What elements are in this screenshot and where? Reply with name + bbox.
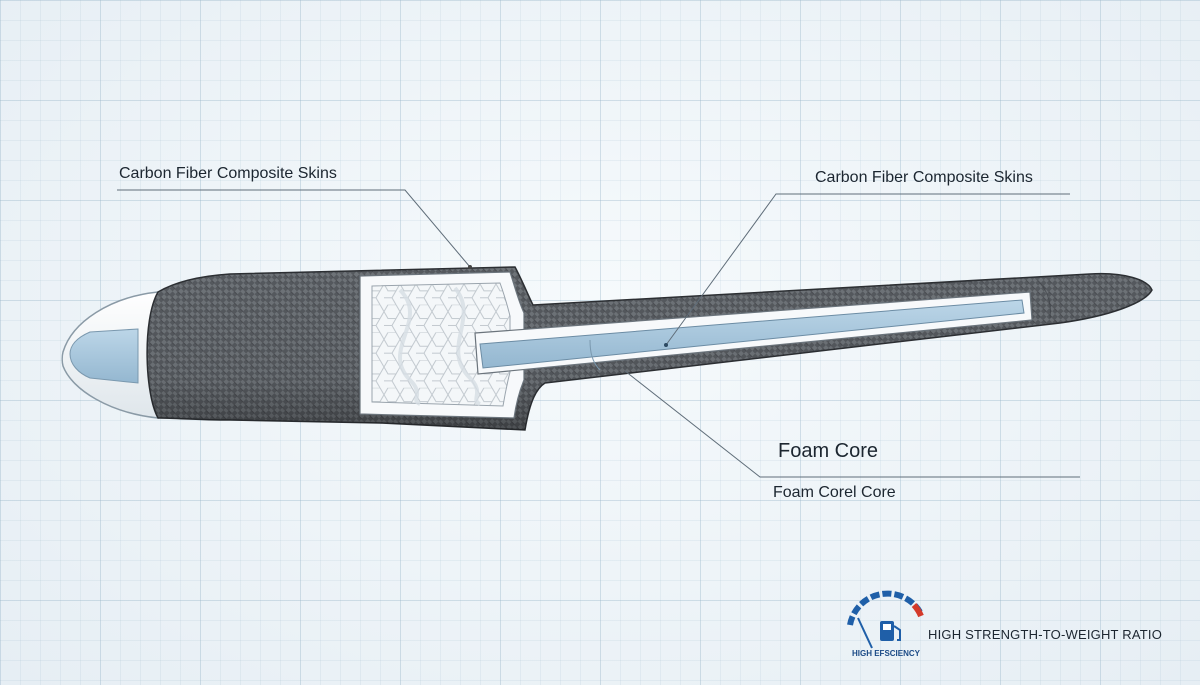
honeycomb-flow-1 — [398, 288, 421, 406]
tip-detail-line — [1039, 282, 1051, 319]
leader-skins-right — [665, 193, 1070, 346]
leader-foam-core — [624, 370, 1080, 478]
leader-skins-left — [117, 189, 471, 268]
leader-point-skins-left — [468, 265, 472, 269]
leader-lines — [117, 189, 1080, 478]
label-carbon-fiber-skins-left: Carbon Fiber Composite Skins — [119, 165, 337, 182]
nose-window — [69, 328, 139, 384]
honeycomb-flow-2 — [453, 286, 482, 406]
strength-weight-badge-text: HIGH STRENGTH-TO-WEIGHT RATIO — [928, 627, 1163, 642]
label-foam-core: Foam Core — [778, 440, 879, 462]
gauge-arc-red — [911, 602, 924, 618]
fuel-pump-hose — [893, 625, 901, 641]
leader-point-skins-right — [664, 343, 668, 347]
fuel-pump-window — [883, 624, 891, 630]
gauge-needle — [857, 617, 873, 649]
fuel-gauge-icon — [847, 590, 924, 649]
label-carbon-fiber-skins-right: Carbon Fiber Composite Skins — [815, 169, 1033, 186]
label-foam-core-secondary: Foam Corel Core — [773, 484, 896, 501]
foam-core — [479, 299, 1025, 369]
gauge-arc — [847, 590, 923, 626]
spar-detail-line — [589, 339, 601, 371]
gauge-caption: HIGH EFSCIENCY — [852, 649, 921, 658]
